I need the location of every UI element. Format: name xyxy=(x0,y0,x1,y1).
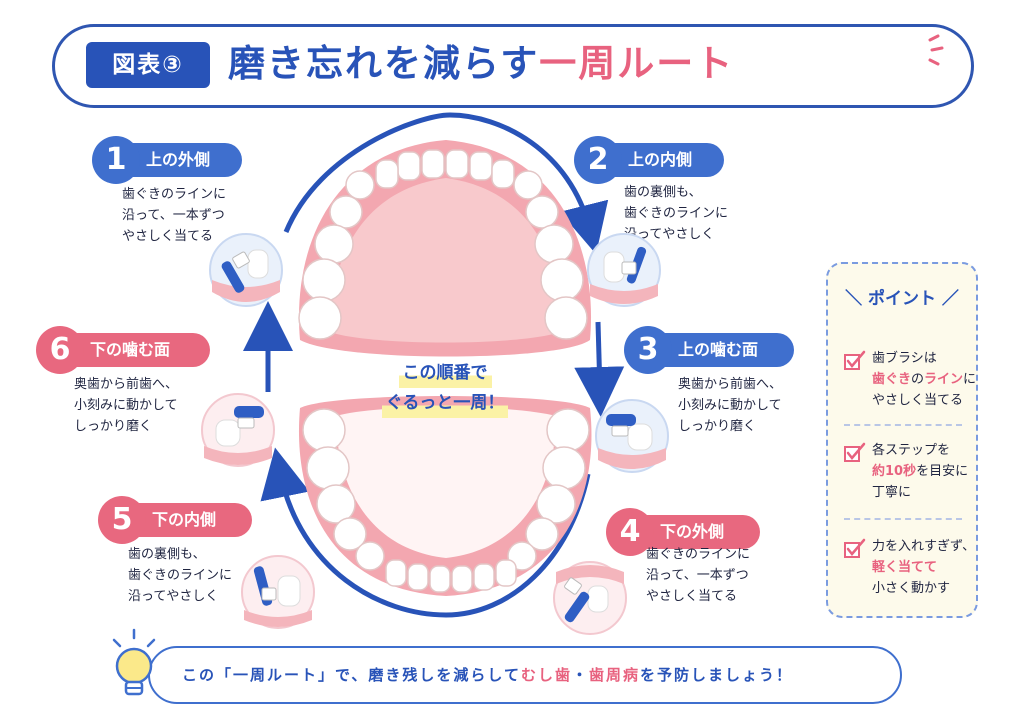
step-description: 歯の裏側も、歯ぐきのラインに沿ってやさしく xyxy=(128,547,233,604)
step-number: 4 xyxy=(606,508,654,556)
step-description: 奥歯から前歯へ、小刻みに動かしてしっかり磨く xyxy=(74,377,179,434)
check-icon xyxy=(844,538,866,558)
route-arrow-top xyxy=(283,112,609,255)
step-number: 6 xyxy=(36,326,84,374)
step-label: 下の内側 xyxy=(128,503,252,537)
step-description: 歯ぐきのラインに沿って、一本ずつやさしく当てる xyxy=(646,547,751,604)
bottom-banner: この「一周ルート」で、磨き残しを減らしてむし歯・歯周病を予防しましょう！ xyxy=(148,646,902,704)
step-label: 上の外側 xyxy=(122,143,242,177)
step-label: 下の噛む面 xyxy=(66,333,210,367)
center-line-2: ぐるっと一周！ xyxy=(381,388,509,418)
title-main: 磨き忘れを減らす xyxy=(228,42,540,85)
toothbrush-icon xyxy=(201,393,275,467)
step-number: 1 xyxy=(92,136,140,184)
upper-jaw xyxy=(298,140,592,357)
toothbrush-icon xyxy=(587,233,661,307)
route-arrow-right xyxy=(574,321,625,417)
check-icon xyxy=(844,350,866,370)
toothbrush-icon xyxy=(241,555,315,629)
step-label: 下の外側 xyxy=(636,515,760,549)
center-line-1: この順番で xyxy=(398,358,492,388)
step-description: 奥歯から前歯へ、小刻みに動かしてしっかり磨く xyxy=(678,377,783,434)
point-box: ＼ ポイント ／ 歯ブラシは 歯ぐきのラインに やさしく当てる 各ステップを 約… xyxy=(826,262,978,618)
step-number: 3 xyxy=(624,326,672,374)
step-number: 2 xyxy=(574,136,622,184)
banner-message: この「一周ルート」で、磨き残しを減らしてむし歯・歯周病を予防しましょう！ xyxy=(182,666,794,684)
point-title: ＼ ポイント ／ xyxy=(845,289,959,309)
divider xyxy=(844,518,962,520)
step-label: 上の内側 xyxy=(604,143,724,177)
toothbrush-icon xyxy=(209,233,283,307)
step-number: 5 xyxy=(98,496,146,544)
lightbulb-icon xyxy=(112,628,156,696)
divider xyxy=(844,424,962,426)
center-message: この順番で ぐるっと一周！ xyxy=(340,358,550,418)
toothbrush-icon xyxy=(553,561,627,635)
toothbrush-icon xyxy=(595,399,669,473)
route-arrow-bottom xyxy=(260,447,591,618)
sparkle-icon xyxy=(928,34,944,66)
check-icon xyxy=(844,442,866,462)
step-description: 歯ぐきのラインに沿って、一本ずつやさしく当てる xyxy=(122,187,227,244)
lower-jaw xyxy=(298,396,592,596)
title-accent: 一周ルート xyxy=(539,42,735,85)
step-description: 歯の裏側も、歯ぐきのラインに沿ってやさしく xyxy=(624,185,729,242)
step-label: 上の噛む面 xyxy=(654,333,794,367)
figure-tag: 図表③ xyxy=(86,42,210,88)
page-title: 磨き忘れを減らす一周ルート xyxy=(228,36,734,92)
